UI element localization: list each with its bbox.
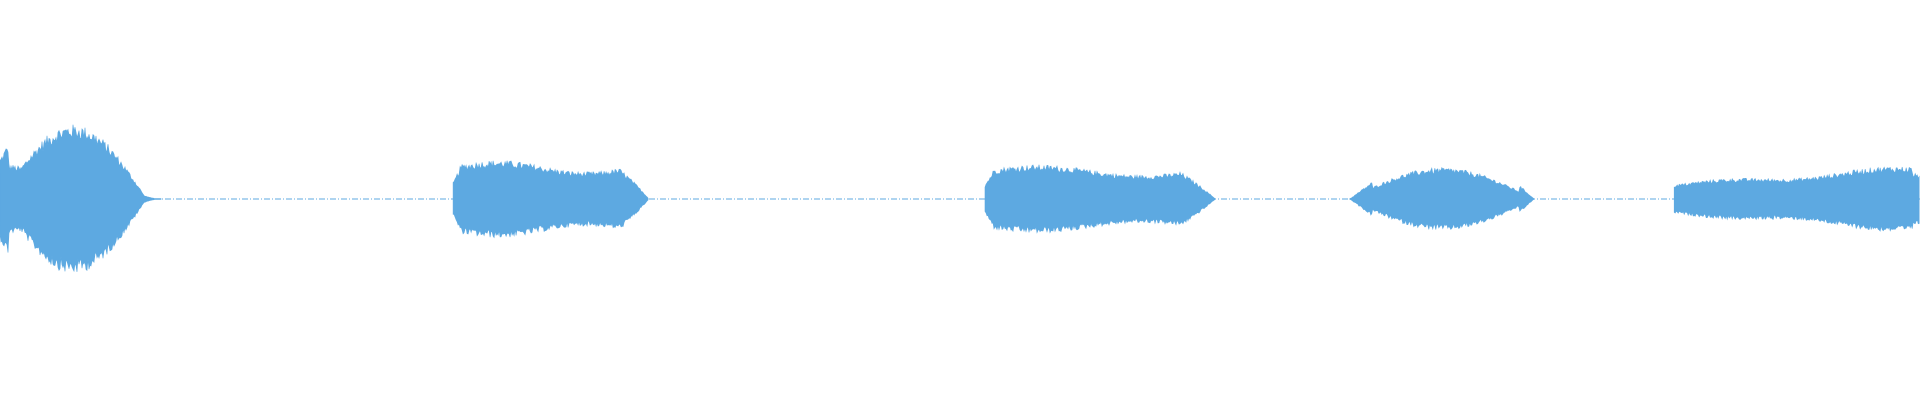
waveform-burst-4 bbox=[1349, 166, 1535, 231]
waveform-burst-5 bbox=[1673, 166, 1920, 232]
waveform-burst-2 bbox=[452, 160, 649, 239]
waveform-burst-3 bbox=[984, 164, 1216, 234]
waveform-burst-1 bbox=[0, 124, 162, 273]
waveform-group bbox=[0, 124, 1920, 273]
